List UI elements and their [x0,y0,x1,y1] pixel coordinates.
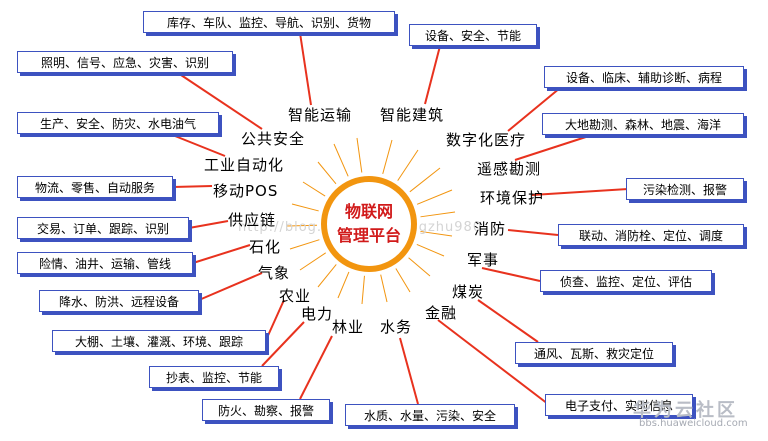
ray-line [317,161,337,185]
connector-line [481,267,541,282]
ray-line [409,167,441,193]
label-electric-power: 电力 [301,305,334,323]
center-title-line1: 物联网 [344,202,393,221]
label-mobile-pos: 移动POS [213,182,279,200]
connector-line [299,335,333,400]
box-remote-sensing-details: 大地勘测、森林、地震、海洋 [542,113,744,135]
connector-line [192,244,251,264]
label-finance: 金融 [425,304,458,322]
label-remote-sensing: 遥感勘测 [477,160,542,178]
center-node: 物联网 管理平台 [321,176,417,272]
box-water-details: 水质、水量、污染、安全 [345,404,515,426]
box-electric-details: 抄表、监控、节能 [149,366,279,388]
label-supply-chain: 供应链 [228,211,277,229]
label-environment-protection: 环境保护 [480,189,545,207]
label-public-safety: 公共安全 [241,130,306,148]
ray-line [382,139,393,174]
connector-line [477,299,539,343]
connector-line [177,72,263,130]
box-coal-details: 通风、瓦斯、救灾定位 [515,342,673,364]
ray-line [416,243,445,257]
box-building-details: 设备、安全、节能 [409,24,537,46]
connector-line [265,299,285,341]
box-industrial-details: 生产、安全、防灾、水电油气 [17,112,219,134]
ray-line [289,239,320,250]
label-meteorology: 气象 [258,264,291,282]
ray-line [291,203,319,212]
ray-line [397,149,419,181]
label-industrial-automation: 工业自动化 [204,156,285,174]
connector-line [169,133,226,157]
box-finance-details: 电子支付、实时信息 [545,394,693,416]
box-military-details: 侦查、监控、定位、评估 [540,270,712,292]
label-agriculture: 农业 [279,287,312,305]
connector-line [399,337,419,405]
ray-line [408,257,431,277]
connector-line [299,32,312,106]
ray-line [395,268,411,293]
box-supply-chain-details: 交易、订单、跟踪、识别 [17,217,189,239]
label-petrochemical: 石化 [249,238,282,256]
ray-line [356,137,363,173]
label-forestry: 林业 [332,318,365,336]
ray-line [380,274,388,303]
box-fire-details: 联动、消防栓、定位、调度 [558,224,744,246]
box-meteorology-details: 降水、防洪、远程设备 [39,290,199,312]
connector-line [198,272,263,301]
label-water-affairs: 水务 [380,318,413,336]
label-digital-medical: 数字化医疗 [446,131,527,149]
label-military: 军事 [467,251,500,269]
ray-line [333,143,349,177]
label-coal: 煤炭 [452,283,485,301]
ray-line [416,189,453,205]
label-intelligent-transport: 智能运输 [288,106,353,124]
ray-line [420,211,456,218]
connector-line [172,185,213,188]
box-transport-details: 库存、车队、监控、导航、识别、货物 [143,11,395,33]
box-public-safety-details: 照明、信号、应急、灾害、识别 [17,51,233,73]
ray-line [337,271,350,299]
brand-watermark: 华为云社区 [633,400,738,421]
box-mobile-pos-details: 物流、零售、自动服务 [17,176,173,198]
url-watermark: bbs.huaweicloud.com [639,418,748,429]
ray-line [299,252,327,271]
label-fire-fighting: 消防 [474,220,507,238]
ray-line [286,224,318,227]
box-petrochemical-details: 险情、油井、运输、管线 [17,252,193,274]
center-title-line2: 管理平台 [336,226,401,245]
ray-line [302,181,326,197]
box-forestry-details: 防火、勘察、报警 [202,399,330,421]
ray-line [420,230,453,237]
box-medical-details: 设备、临床、辅助诊断、病程 [544,66,744,88]
ray-line [361,275,365,305]
connector-line [424,45,441,105]
connector-line [507,87,561,132]
connector-line [531,188,629,196]
box-environment-details: 污染检测、报警 [626,178,744,200]
label-intelligent-building: 智能建筑 [380,106,445,124]
connector-line [188,220,229,229]
box-agriculture-details: 大棚、土壤、灌溉、环境、跟踪 [52,330,266,352]
connector-line [437,319,549,405]
connector-line [514,134,593,161]
ray-line [317,264,337,288]
connector-line [507,229,559,236]
connector-line [261,321,305,367]
